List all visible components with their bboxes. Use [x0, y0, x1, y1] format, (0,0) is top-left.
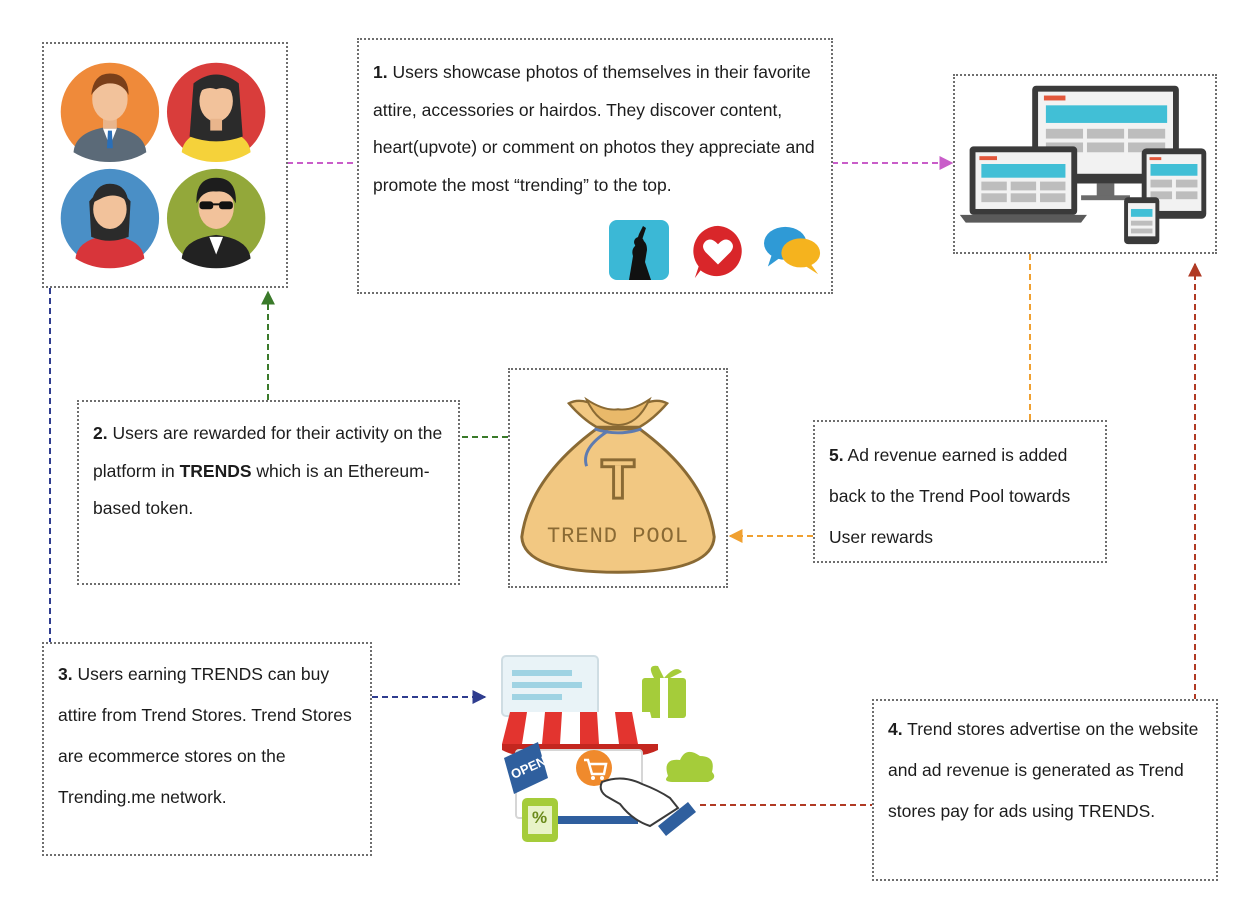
percent-label: % — [532, 808, 548, 827]
heart-icon — [693, 225, 742, 279]
step4-box: 4. Trend stores advertise on the website… — [872, 699, 1218, 881]
step5-number: 5. — [829, 445, 844, 465]
trend-pool-label: TREND POOL — [546, 524, 690, 549]
step2-token-name: TRENDS — [179, 460, 252, 481]
step5-description: Ad revenue earned is added back to the T… — [829, 445, 1071, 547]
step5-text: 5. Ad revenue earned is added back to th… — [829, 435, 1099, 558]
users-icon — [60, 62, 266, 269]
step2-number: 2. — [93, 423, 108, 443]
step2-text: 2. Users are rewarded for their activity… — [93, 415, 448, 528]
step4-text: 4. Trend stores advertise on the website… — [888, 709, 1210, 832]
step1-number: 1. — [373, 62, 388, 82]
step3-text: 3. Users earning TRENDS can buy attire f… — [58, 654, 363, 818]
step1-text: 1. Users showcase photos of themselves i… — [373, 54, 823, 204]
avatar-woman-2-icon — [60, 168, 160, 269]
devices-box — [953, 74, 1217, 254]
step3-description: Users earning TRENDS can buy attire from… — [58, 664, 352, 807]
step2-description-end: which is an Ethereum-based token. — [93, 460, 430, 519]
comment-icon — [764, 226, 821, 275]
step4-description: Trend stores advertise on the website an… — [888, 719, 1199, 821]
step2-box: 2. Users are rewarded for their activity… — [77, 400, 460, 585]
money-bag-icon — [520, 396, 716, 574]
avatar-man-2-icon — [166, 168, 266, 269]
step4-number: 4. — [888, 719, 903, 739]
photo-icon — [609, 220, 669, 280]
trend-pool-box: TREND POOL — [508, 368, 728, 588]
step1-description: Users showcase photos of themselves in t… — [373, 62, 815, 195]
avatar-man-icon — [60, 62, 160, 163]
store-icon — [501, 655, 715, 842]
step3-number: 3. — [58, 664, 73, 684]
step3-box: 3. Users earning TRENDS can buy attire f… — [42, 642, 372, 856]
step1-box: 1. Users showcase photos of themselves i… — [357, 38, 833, 294]
users-box — [42, 42, 288, 288]
step2-description: Users are rewarded for their activity on… — [93, 423, 443, 481]
devices-icon — [959, 85, 1207, 245]
step5-box: 5. Ad revenue earned is added back to th… — [813, 420, 1107, 563]
avatar-woman-icon — [166, 62, 266, 163]
